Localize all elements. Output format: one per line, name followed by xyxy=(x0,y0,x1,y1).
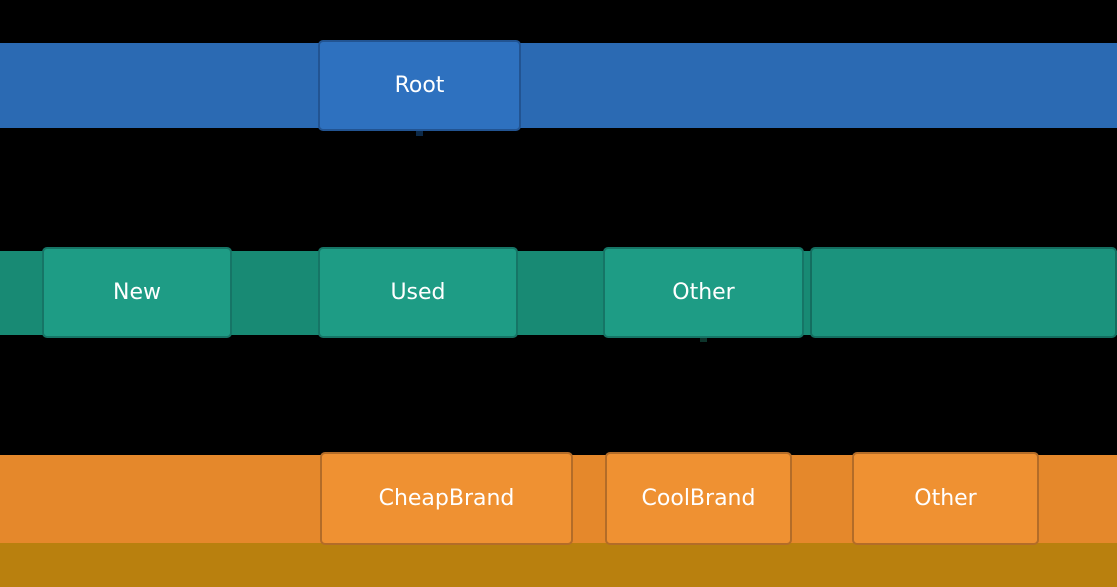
node-new-label: New xyxy=(113,279,161,305)
node-unlabeled xyxy=(810,247,1117,338)
node-root-label: Root xyxy=(394,72,445,98)
node-other-brand: Other xyxy=(852,452,1039,545)
node-new: New xyxy=(42,247,232,338)
node-used-label: Used xyxy=(390,279,446,305)
node-other-condition-label: Other xyxy=(672,279,735,305)
node-coolbrand-label: CoolBrand xyxy=(641,485,756,511)
node-other-condition: Other xyxy=(603,247,804,338)
bottom-level-bar xyxy=(0,543,1117,587)
node-root: Root xyxy=(318,40,521,131)
node-other-brand-label: Other xyxy=(914,485,977,511)
root-child-connector-stub xyxy=(416,130,423,136)
node-used: Used xyxy=(318,247,518,338)
depth-0-band xyxy=(0,43,1117,128)
other-child-connector-stub xyxy=(700,336,707,342)
node-cheapbrand-label: CheapBrand xyxy=(378,485,515,511)
node-cheapbrand: CheapBrand xyxy=(320,452,573,545)
node-coolbrand: CoolBrand xyxy=(605,452,792,545)
